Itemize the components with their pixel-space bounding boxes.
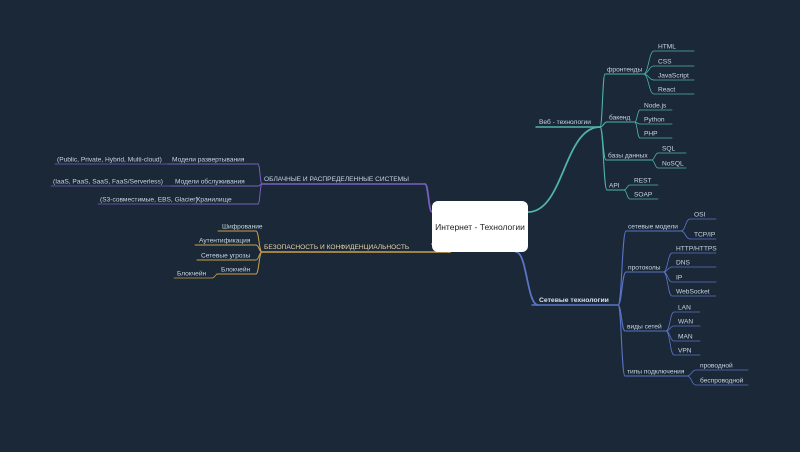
edge-network-types-3: [665, 330, 675, 356]
edge-network-models-1: [680, 230, 691, 240]
node-network-types[interactable]: виды сетей: [627, 323, 662, 331]
leaf-lan[interactable]: LAN: [678, 305, 691, 312]
node-network-connections[interactable]: типы подключения: [627, 369, 685, 376]
edge-network-models: [617, 230, 627, 306]
leaf-nosql[interactable]: NoSQL: [662, 161, 684, 168]
edge-network-connections: [617, 304, 626, 377]
leaf-javascript[interactable]: JavaScript: [658, 73, 689, 80]
edge-cloud-0: [257, 163, 263, 185]
node-web-backend[interactable]: бакенд: [609, 114, 631, 122]
node-web-api[interactable]: API: [609, 183, 620, 190]
leaf-cloud-detail-0[interactable]: (Public, Private, Hybrid, Multi-cloud): [57, 157, 162, 164]
node-network-models[interactable]: сетевые модели: [628, 224, 678, 231]
leaf-dns[interactable]: DNS: [676, 260, 691, 267]
edge-network-connections-0: [686, 369, 697, 377]
leaf-проводной[interactable]: проводной: [700, 362, 733, 370]
leaf-security-blockchain[interactable]: Блокчейн: [177, 270, 207, 278]
leaf-php[interactable]: PHP: [644, 131, 658, 138]
edge-security-3: [255, 251, 263, 275]
node-web-db[interactable]: базы данных: [608, 152, 648, 160]
node-cloud-модели-развертывания[interactable]: Модели развертывания: [172, 157, 245, 164]
leaf-python[interactable]: Python: [644, 117, 665, 124]
edge-web-frontend: [599, 73, 606, 128]
leaf-sql[interactable]: SQL: [662, 146, 676, 153]
node-web-frontend[interactable]: фронтенды: [607, 67, 643, 74]
edge-network-connections-1: [686, 375, 697, 386]
node-cloud-модели-обслуживания[interactable]: Модели обслуживания: [175, 178, 245, 186]
node-cloud-хранилище[interactable]: Хранилище: [196, 197, 232, 204]
edge-web-backend-2: [634, 121, 641, 139]
edge-web-db-1: [651, 159, 659, 169]
branch-web[interactable]: Веб - технологии: [539, 118, 591, 126]
edge-cloud-2: [257, 183, 263, 205]
branch-security[interactable]: БЕЗОПАСНОСТЬ И КОНФИДЕНЦИАЛЬНОСТЬ: [264, 244, 409, 251]
leaf-cloud-detail-1[interactable]: (IaaS, PaaS, SaaS, FaaS/Serverless): [53, 179, 163, 186]
edge-network-models-0: [680, 218, 691, 232]
edge-web-api-0: [623, 184, 631, 191]
edge-web-frontend-3: [643, 73, 655, 95]
leaf-vpn[interactable]: VPN: [678, 348, 692, 355]
branch-edge-network: [515, 251, 539, 306]
edge-network-protocols: [617, 271, 627, 306]
leaf-osi[interactable]: OSI: [694, 212, 706, 219]
branch-edge-web: [527, 126, 601, 213]
leaf-tcp-ip[interactable]: TCP/IP: [694, 232, 716, 239]
leaf-rest[interactable]: REST: [634, 178, 652, 185]
node-security-сетевые-угрозы[interactable]: Сетевые угрозы: [201, 253, 251, 260]
branch-edge-cloud: [424, 183, 433, 213]
edge-web-api-1: [623, 189, 631, 200]
edge-web-frontend-0: [643, 50, 655, 75]
leaf-react[interactable]: React: [658, 87, 675, 94]
leaf-soap[interactable]: SOAP: [634, 192, 653, 199]
edge-security-blockchain-child: [211, 273, 219, 279]
branch-network[interactable]: Сетевые технологии: [539, 297, 609, 304]
edge-web-db-0: [651, 152, 659, 161]
edge-web-api: [599, 126, 608, 191]
root-node[interactable]: Интернет - Технологии: [432, 201, 528, 252]
node-security-блокчейн[interactable]: Блокчейн: [221, 266, 251, 274]
leaf-css[interactable]: CSS: [658, 59, 672, 66]
leaf-ip[interactable]: IP: [676, 275, 683, 282]
leaf-node-js[interactable]: Node.js: [644, 103, 667, 110]
leaf-wan[interactable]: WAN: [678, 319, 693, 326]
node-security-аутентификация[interactable]: Аутентификация: [199, 238, 251, 245]
leaf-man[interactable]: MAN: [678, 334, 693, 341]
edge-web-backend: [599, 121, 608, 128]
leaf-websocket[interactable]: WebSocket: [676, 289, 710, 296]
node-security-шифрование[interactable]: Шифрование: [222, 224, 263, 231]
leaf-html[interactable]: HTML: [658, 44, 676, 51]
edge-web-backend-0: [634, 109, 641, 123]
branch-cloud[interactable]: ОБЛАЧНЫЕ И РАСПРЕДЕЛЕННЫЕ СИСТЕМЫ: [264, 176, 409, 183]
edge-network-types-0: [665, 311, 675, 332]
edge-network-protocols-3: [663, 271, 673, 297]
root-label: Интернет - Технологии: [435, 221, 525, 232]
leaf-беспроводной[interactable]: беспроводной: [700, 377, 744, 385]
edge-network-protocols-0: [663, 252, 673, 273]
leaf-http-https[interactable]: HTTP/HTTPS: [676, 246, 717, 253]
node-network-protocols[interactable]: протоколы: [628, 265, 661, 272]
leaf-cloud-detail-2[interactable]: (S3-совместимые, EBS, Glacier): [100, 197, 198, 204]
